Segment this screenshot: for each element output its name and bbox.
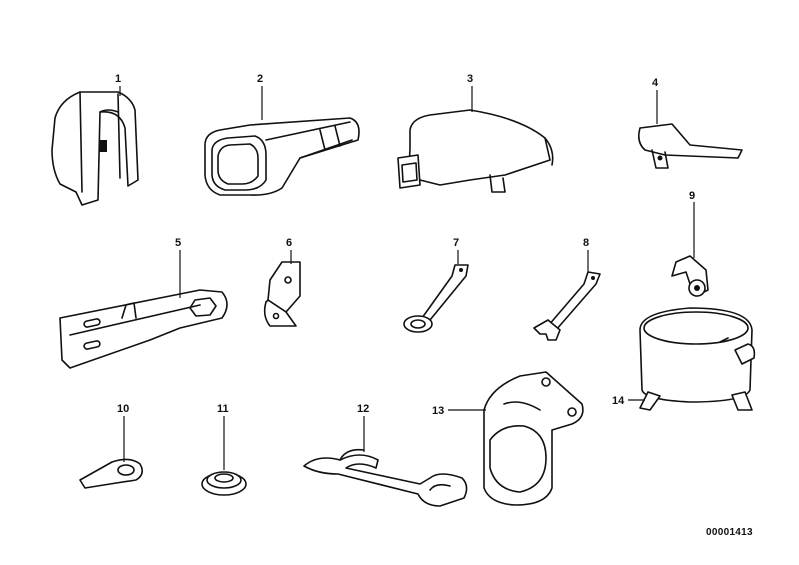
part-6-angle-bracket[interactable]: [263, 261, 301, 327]
callout-1: 1: [115, 73, 121, 85]
part-7-strap-ring[interactable]: [403, 264, 469, 333]
part-5-mounting-plate[interactable]: [59, 289, 228, 369]
callout-11: 11: [217, 403, 229, 415]
callout-8: 8: [583, 237, 589, 249]
callout-6: 6: [286, 237, 292, 249]
part-1-cover-cap[interactable]: [51, 91, 139, 206]
part-4-wedge-bracket[interactable]: [638, 123, 743, 169]
callout-5: 5: [175, 237, 181, 249]
callout-4: 4: [652, 77, 659, 89]
part-3-housing-cover[interactable]: [397, 109, 554, 193]
callout-9: 9: [689, 190, 695, 202]
callout-7: 7: [453, 237, 459, 249]
callout-13: 13: [432, 405, 444, 417]
part-9-clip[interactable]: [671, 255, 709, 297]
callout-12: 12: [357, 403, 369, 415]
part-11-grommet[interactable]: [201, 471, 247, 496]
part-8-strap-fork[interactable]: [533, 271, 601, 341]
part-10-tab-washer[interactable]: [79, 458, 144, 489]
part-12-cable-strap[interactable]: [303, 448, 468, 507]
callout-14: 14: [612, 395, 625, 407]
part-13-holder-bracket[interactable]: [483, 371, 584, 506]
callout-3: 3: [467, 73, 473, 85]
callout-2: 2: [257, 73, 263, 85]
diagram-reference-number: 00001413: [706, 527, 753, 538]
part-2-sleeve[interactable]: [204, 117, 360, 196]
callout-10: 10: [117, 403, 129, 415]
part-14-cylinder-cap[interactable]: [639, 307, 756, 411]
